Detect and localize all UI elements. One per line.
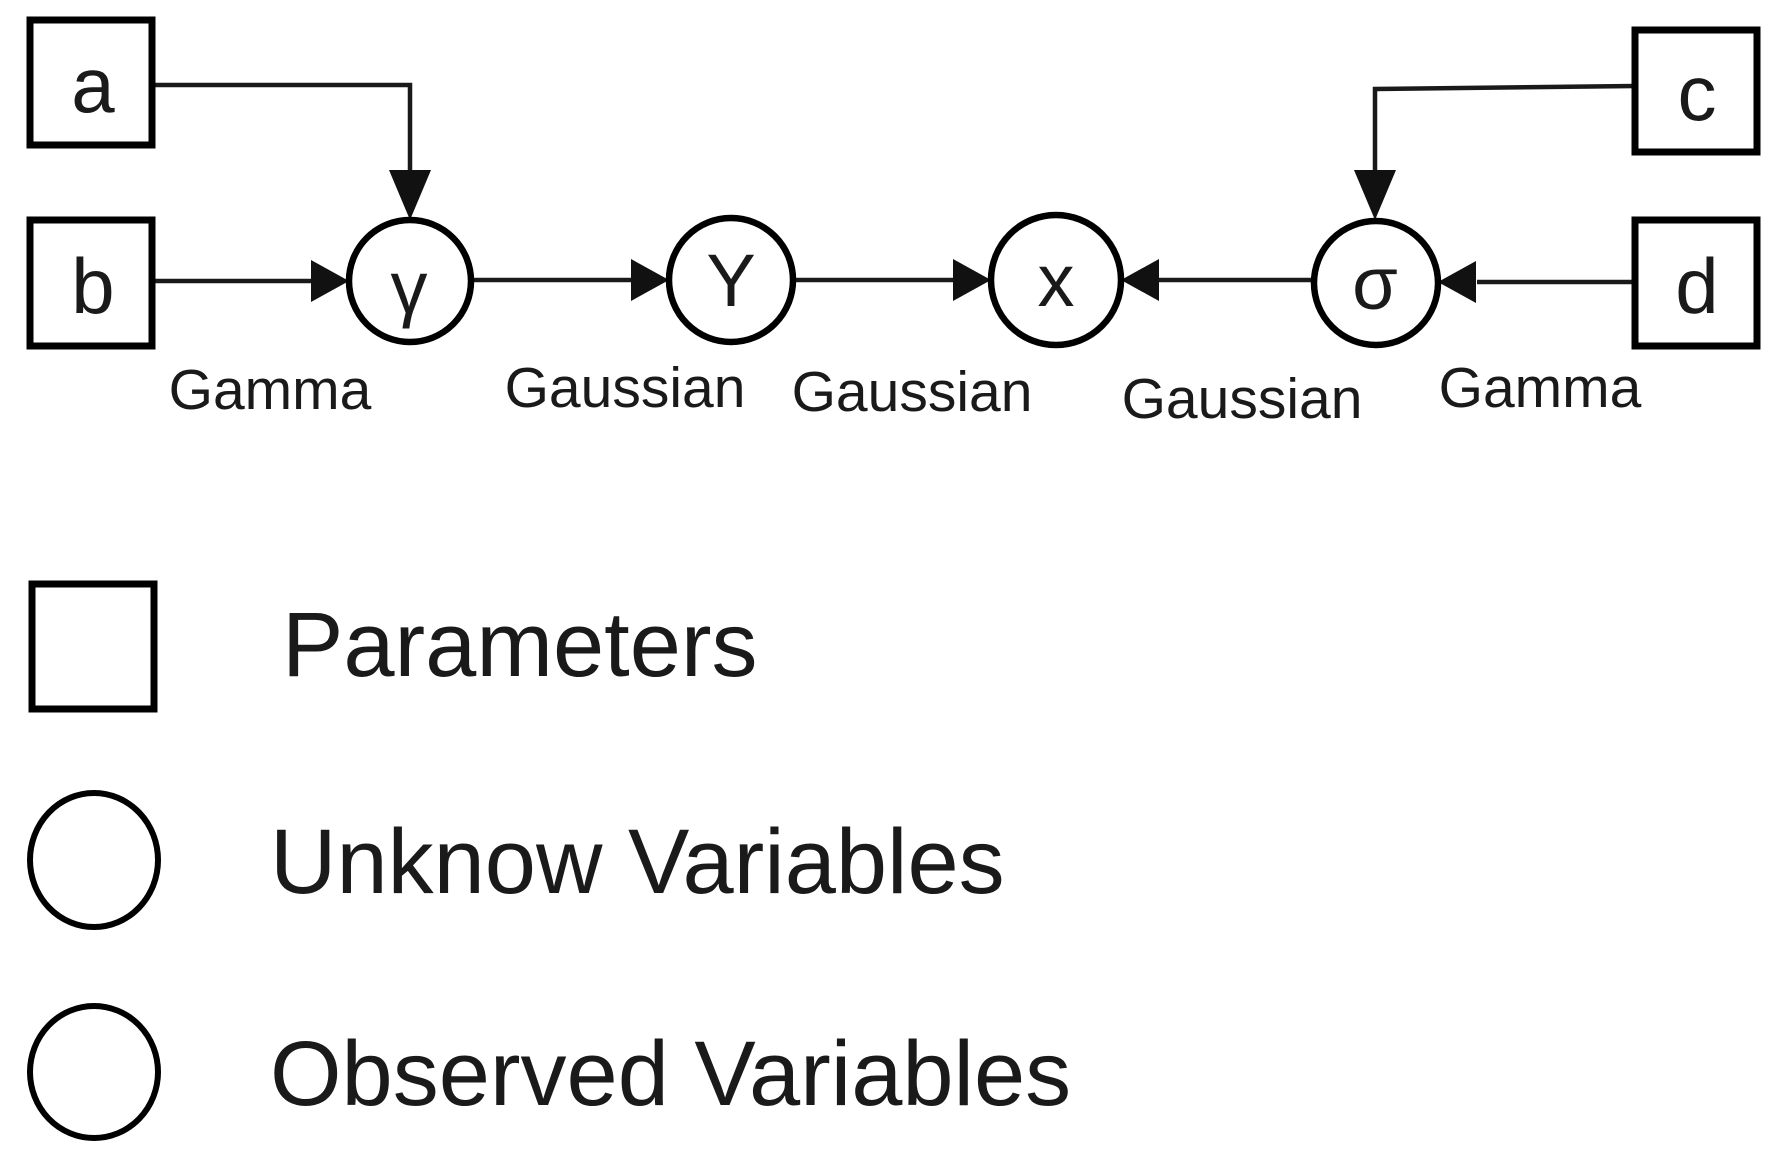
legend-parameters-label: Parameters (282, 594, 758, 696)
node-d: d (1631, 216, 1761, 350)
arrowhead-down-icon (1354, 170, 1396, 220)
node-d-label: d (1675, 242, 1718, 330)
legend: Parameters Unknow Variables Observed Var… (27, 580, 1071, 1141)
edge-gamma-to-y (471, 259, 669, 301)
node-gamma: γ (345, 216, 475, 346)
edge-c-to-sigma (1354, 83, 1636, 220)
legend-observed-variables-label: Observed Variables (270, 1023, 1071, 1125)
node-y: Y (665, 214, 797, 346)
edge-label-gamma-2: Gamma (1439, 356, 1642, 420)
unknown-variable-circle (345, 216, 475, 346)
node-y-label: Y (706, 239, 755, 322)
arrowhead-left-icon (1438, 261, 1476, 303)
legend-filled-circle-icon (27, 1003, 161, 1141)
arrowhead-right-icon (311, 260, 349, 302)
edge-y-to-x (793, 259, 991, 301)
legend-item-parameters: Parameters (28, 580, 758, 713)
edge-label-gamma-1: Gamma (169, 358, 372, 422)
node-a: a (26, 16, 156, 149)
parameter-square (1631, 26, 1761, 156)
parameter-square (26, 216, 156, 350)
edge-c-sigma-line (1372, 83, 1636, 213)
node-b-label: b (71, 242, 114, 330)
legend-square-icon (28, 580, 158, 713)
node-a-label: a (71, 41, 115, 129)
edge-a-gamma-line (152, 82, 413, 213)
parameter-square (26, 16, 156, 149)
legend-item-unknown-variables: Unknow Variables (27, 790, 1005, 930)
edge-label-gaussian-3: Gaussian (1122, 367, 1363, 431)
edge-d-to-sigma (1438, 261, 1635, 303)
arrowhead-down-icon (389, 170, 431, 220)
unknown-variable-circle (665, 214, 797, 346)
edge-a-to-gamma (152, 82, 431, 220)
edge-b-to-gamma (152, 260, 349, 302)
edge-label-gaussian-2: Gaussian (792, 360, 1033, 424)
observed-variable-circle (987, 211, 1125, 349)
node-sigma: σ (1310, 217, 1442, 349)
unknown-variable-circle (1310, 217, 1442, 349)
node-x-label: x (1038, 239, 1075, 322)
edge-sigma-to-x (1121, 259, 1314, 301)
edge-label-gaussian-1: Gaussian (505, 356, 746, 420)
node-x: x (987, 211, 1125, 349)
node-c: c (1631, 26, 1761, 156)
node-b: b (26, 216, 156, 350)
legend-item-observed-variables: Observed Variables (27, 1003, 1071, 1141)
arrowhead-left-icon (1121, 259, 1159, 301)
parameter-square (1631, 216, 1761, 350)
node-c-label: c (1678, 49, 1717, 137)
node-sigma-label: σ (1352, 242, 1398, 325)
arrowhead-right-icon (953, 259, 991, 301)
legend-unknown-variables-label: Unknow Variables (270, 811, 1005, 913)
arrowhead-right-icon (631, 259, 669, 301)
node-gamma-label: γ (391, 246, 428, 329)
legend-circle-icon (27, 790, 161, 930)
